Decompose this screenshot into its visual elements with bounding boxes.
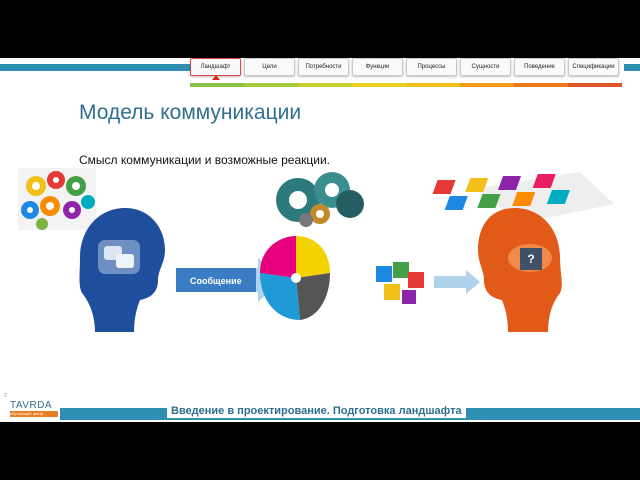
footer-text: Введение в проектирование. Подготовка ла…: [167, 404, 466, 418]
tab-label: Сущности: [471, 64, 500, 70]
top-bar-right: [624, 64, 640, 71]
slide-subtitle: Смысл коммуникации и возможные реакции.: [79, 153, 330, 167]
top-bar-left: [0, 64, 190, 71]
sender-head-icon: [79, 208, 165, 332]
slide: Ландшафт Цели Потребности Функции Процес…: [0, 58, 640, 422]
tab-label: Спецификации: [572, 64, 615, 70]
progress-strip-segment: [244, 83, 298, 87]
tab-functions[interactable]: Функции: [352, 58, 403, 76]
progress-strip-segment: [298, 83, 352, 87]
logo-subtext: обучающий центр: [10, 411, 58, 417]
progress-strip-segment: [514, 83, 568, 87]
diagram: [18, 168, 614, 332]
active-indicator-icon: [211, 75, 220, 80]
tab-label: Потребности: [305, 64, 342, 70]
progress-strip-segment: [406, 83, 460, 87]
progress-strip-segment: [352, 83, 406, 87]
progress-strip-segment: [460, 83, 514, 87]
puzzle-pieces-icon: [376, 262, 424, 304]
tab-processes[interactable]: Процессы: [406, 58, 457, 76]
receiver-head-icon: [478, 208, 562, 332]
question-icon: ?: [520, 248, 542, 270]
progress-strip-segment: [568, 83, 622, 87]
colorful-gears-image: [18, 168, 96, 230]
tab-behavior[interactable]: Поведение: [514, 58, 565, 76]
mechanical-gears-icon: [276, 172, 364, 227]
nav-tabs: Ландшафт Цели Потребности Функции Процес…: [190, 58, 619, 80]
tab-goals[interactable]: Цели: [244, 58, 295, 76]
tab-label: Функции: [365, 64, 390, 70]
tab-specifications[interactable]: Спецификации: [568, 58, 619, 76]
tab-label: Поведение: [524, 64, 555, 70]
tab-needs[interactable]: Потребности: [298, 58, 349, 76]
tab-label: Ландшафт: [200, 64, 231, 70]
tavrda-logo: TAVRDA обучающий центр: [10, 401, 58, 420]
message-label: Сообщение: [190, 276, 242, 286]
message-arrow-icon: [176, 258, 282, 302]
page-title: Модель коммуникации: [79, 101, 302, 124]
response-arrow-icon: [434, 270, 480, 294]
puzzle-head-icon: [260, 236, 330, 320]
page-number: 2: [4, 393, 7, 399]
tab-landscape[interactable]: Ландшафт: [190, 58, 241, 80]
progress-strip-segment: [190, 83, 244, 87]
tab-entities[interactable]: Сущности: [460, 58, 511, 76]
tab-label: Процессы: [417, 64, 446, 70]
logo-text: TAVRDA: [10, 400, 53, 411]
tab-label: Цели: [262, 64, 277, 70]
